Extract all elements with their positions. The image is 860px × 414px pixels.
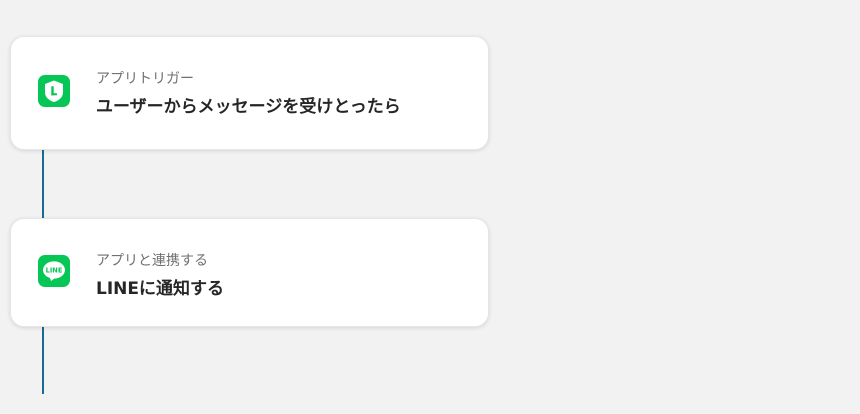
flow-connector-line [42,326,44,394]
step-type-label: アプリトリガー [96,71,194,87]
line-official-account-icon [38,75,70,107]
flow-step-trigger-card[interactable]: アプリトリガー ユーザーからメッセージを受けとったら [10,36,489,150]
step-title: LINEに通知する [96,279,224,299]
step-type-label: アプリと連携する [96,253,208,269]
line-icon: LINE [38,255,70,287]
flow-step-action-card[interactable]: LINE アプリと連携する LINEに通知する [10,218,489,327]
step-title: ユーザーからメッセージを受けとったら [96,97,401,117]
flow-connector-line [42,148,44,220]
svg-text:LINE: LINE [46,267,63,275]
